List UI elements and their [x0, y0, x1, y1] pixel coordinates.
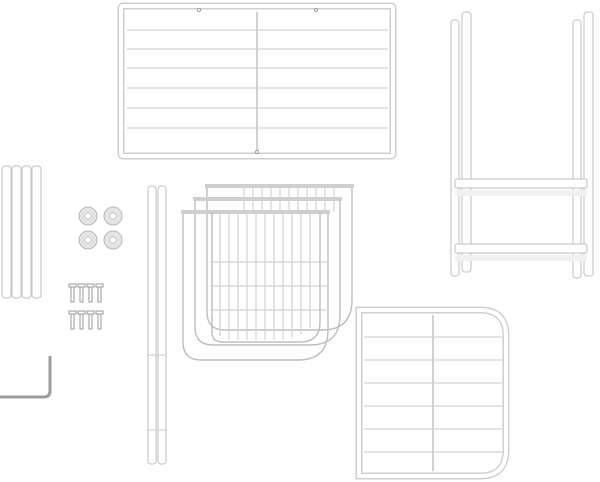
- top-shelf-panel: [117, 2, 397, 160]
- long-tubes-pair: [147, 185, 167, 465]
- side-frame-pair: [450, 11, 594, 279]
- screws: [68, 283, 104, 330]
- square-shelf-panel: [355, 306, 510, 480]
- stacked-basket-frames: [181, 184, 354, 361]
- allen-key: [0, 356, 52, 399]
- short-tubes-bundle: [1, 165, 42, 299]
- rubber-feet: [78, 206, 123, 250]
